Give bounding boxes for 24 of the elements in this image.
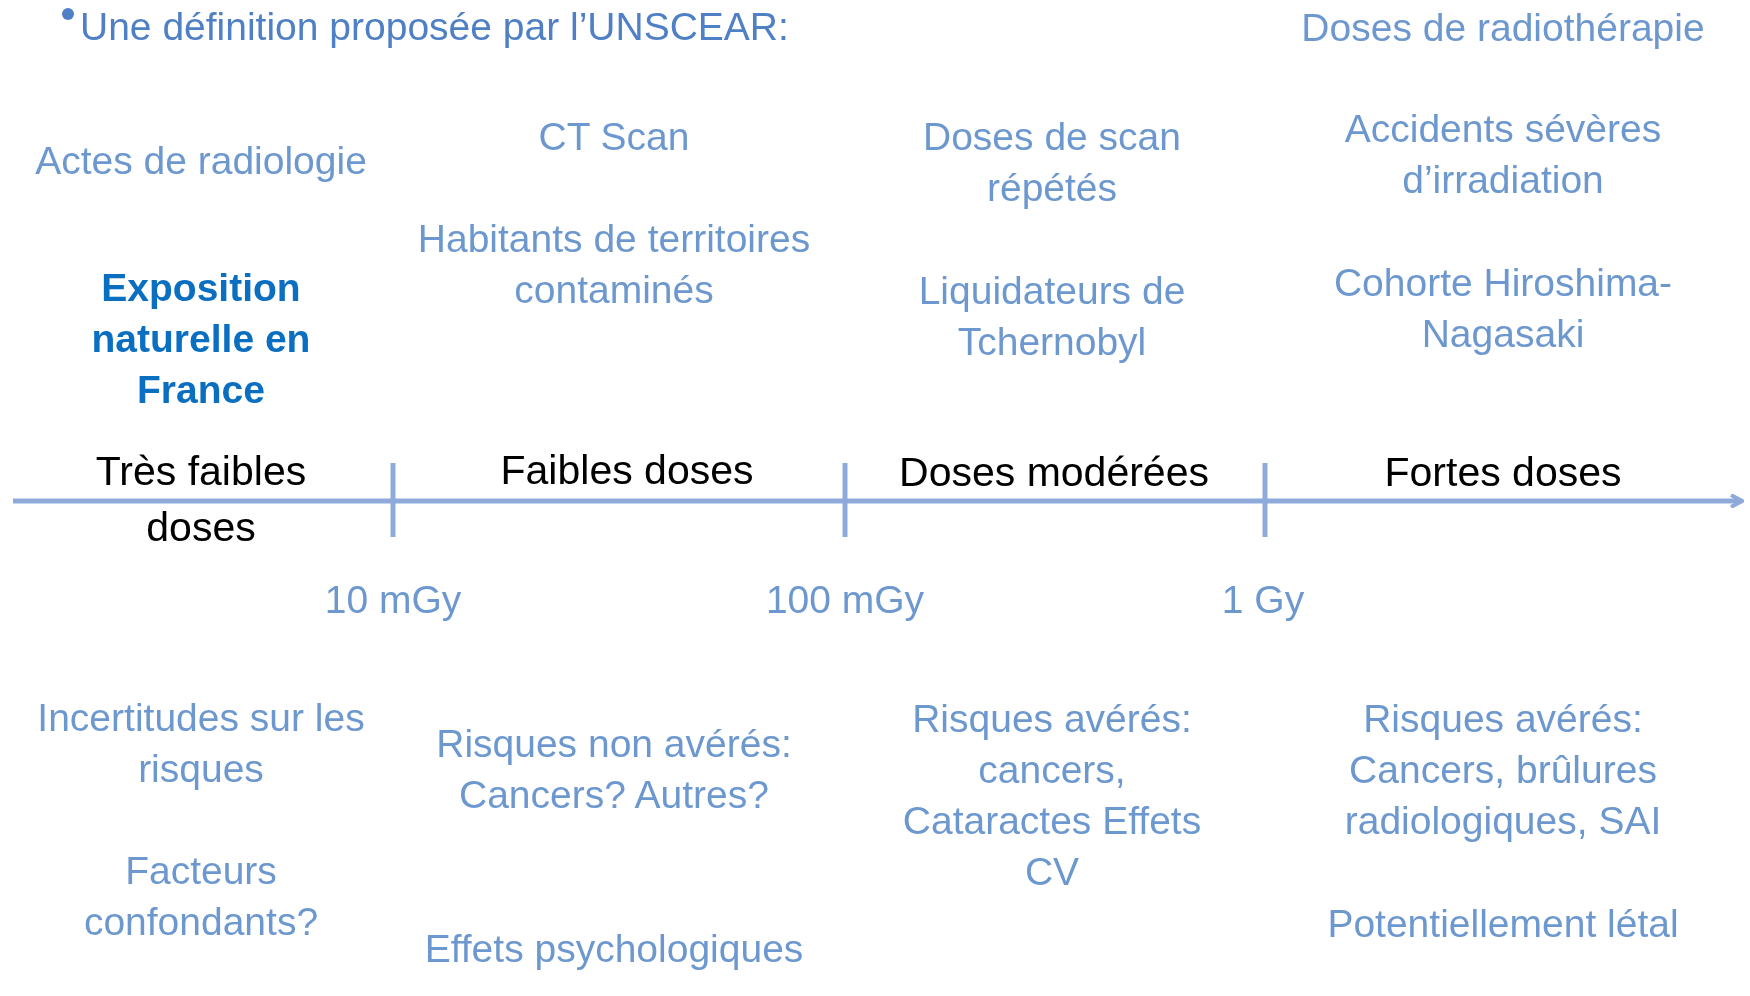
description-text: Doses de radiothérapie [1300,4,1706,51]
description-text: Risques avérés: cancers, Cataractes Effets CV [901,696,1203,895]
description-text: Effets psychologiques [423,925,805,972]
highlight-text: Exposition naturelle en France [90,264,312,413]
description-text: Liquidateurs de Tchernobyl [917,268,1187,365]
description-text: Cohorte Hiroshima-Nagasaki [1332,260,1674,357]
description-text: Doses de scan répétés [922,114,1182,211]
description-text: Incertitudes sur les risques [36,695,366,792]
category-label: Très faibles doses [94,447,308,552]
description-text: CT Scan [537,113,691,160]
description-text: Accidents sévères d’irradiation [1343,106,1663,203]
description-text: Risques avérés: Cancers, brûlures radiologiques, SAI [1343,695,1663,844]
description-text: Risques non avérés: Cancers? Autres? [435,721,793,818]
category-label: Doses modérées [898,448,1210,497]
bullet-text: Une définition proposée par l’UNSCEAR: [80,3,790,50]
description-text: Actes de radiologie [34,137,368,184]
description-text: Habitants de territoires contaminés [416,216,812,313]
category-label: Faibles doses [499,446,755,495]
tick-label: 1 Gy [1220,576,1306,623]
tick-label: 100 mGy [764,576,926,623]
tick-label: 10 mGy [323,576,463,623]
description-text: Potentiellement létal [1326,900,1680,947]
description-text: Facteurs confondants? [82,848,320,945]
category-label: Fortes doses [1383,448,1623,497]
